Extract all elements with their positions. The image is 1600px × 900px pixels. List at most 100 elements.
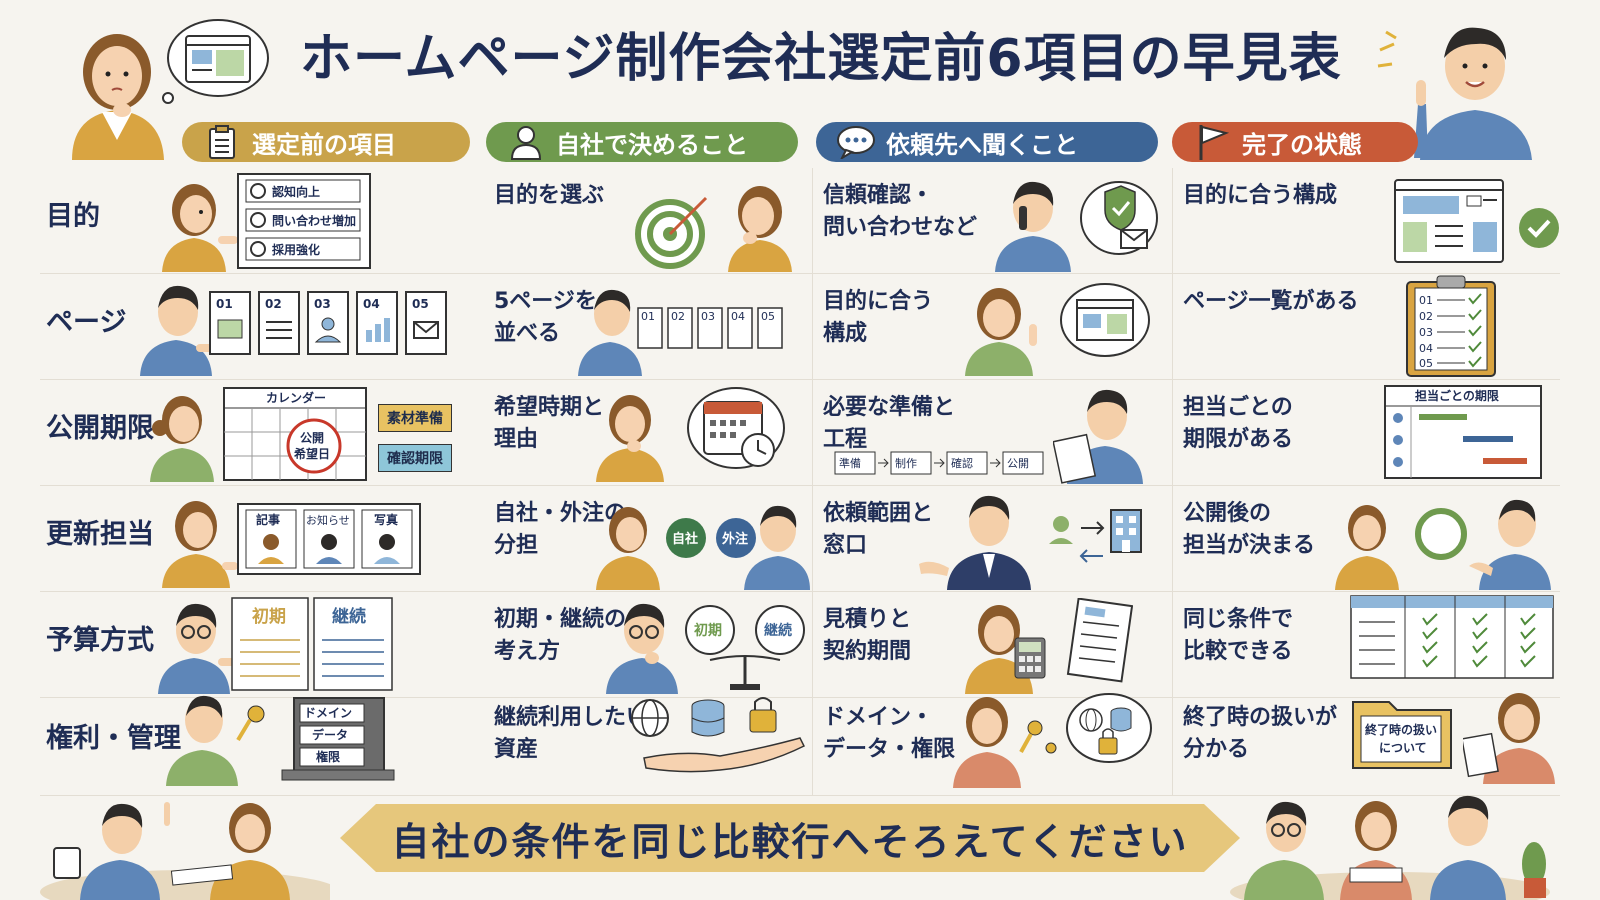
- gantt-title: 担当ごとの期限: [1415, 388, 1499, 403]
- ask-cell: 信頼確認・ 問い合わせなど: [812, 168, 1158, 274]
- decide-cell: 初期・継続の 考え方 初期 継続: [484, 592, 812, 698]
- page-number: 01: [216, 297, 233, 311]
- target-date-line1: 公開: [300, 431, 324, 445]
- svg-text:04: 04: [731, 310, 745, 323]
- done-cell: ページ一覧がある 01 02 03 04 05: [1172, 274, 1560, 380]
- decide-cell: 目的を選ぶ: [484, 168, 812, 274]
- decide-text: 自社・外注の 分担: [494, 501, 627, 558]
- svg-text:03: 03: [1419, 326, 1433, 339]
- woman-thinking-illustration: [596, 395, 664, 482]
- drawer-domain: ドメイン: [304, 706, 352, 720]
- option-awareness: 認知向上: [272, 184, 320, 199]
- item-cell: ページ 01 02 03: [40, 274, 456, 380]
- svg-text:02: 02: [1419, 310, 1433, 323]
- woman-with-paper-illustration: [1463, 693, 1555, 784]
- header-decide-internally: 自社で決めること: [486, 122, 798, 162]
- decide-cell: 5ページを 並べる 01 02 03 04 05: [484, 274, 812, 380]
- page-number: 05: [412, 297, 429, 311]
- woman-illustration: [1335, 505, 1399, 590]
- done-text: 終了時の扱いが 分かる: [1183, 705, 1338, 762]
- page-number: 02: [265, 297, 282, 311]
- meeting-right-illustration: [1230, 795, 1550, 900]
- drawer-permission: 権限: [316, 749, 340, 764]
- row-update-owner: 更新担当 記事 お知らせ 写真 自社・外注の 分担: [40, 486, 1560, 592]
- row-label: 目的: [46, 201, 100, 232]
- decide-text: 目的を選ぶ: [494, 183, 605, 208]
- row-purpose: 目的 認知向上 問い合わせ増加 採用強化 目的を選ぶ: [40, 168, 1560, 274]
- woman-thinking-layout-illustration: [965, 288, 1037, 376]
- header-label: 自社で決めること: [556, 130, 748, 159]
- man-gesturing-illustration: [1469, 499, 1551, 590]
- row-label: ページ: [46, 307, 127, 338]
- scale-ongoing: 継続: [764, 622, 792, 639]
- meeting-left-illustration: [40, 802, 330, 900]
- woman-with-key-illustration: [953, 697, 1057, 788]
- header-ask-vendor: 依頼先へ聞くこと: [816, 122, 1158, 162]
- card-label: 写真: [374, 512, 398, 527]
- tag-review-deadline: 確認期限: [378, 444, 452, 472]
- column-ongoing: 継続: [332, 606, 366, 627]
- item-cell: 予算方式 初期 継続: [40, 592, 456, 698]
- done-text: ページ一覧がある: [1183, 289, 1359, 314]
- item-cell: 更新担当 記事 お知らせ 写真: [40, 486, 456, 592]
- flag-icon: [1192, 122, 1232, 162]
- svg-text:03: 03: [701, 310, 715, 323]
- calendar-title: カレンダー: [266, 390, 326, 405]
- decide-text: 初期・継続の 考え方: [494, 607, 627, 664]
- thought-bubble-assets-icon: [1066, 693, 1152, 763]
- woman-pointing-illustration: [162, 184, 238, 272]
- header-label: 依頼先へ聞くこと: [886, 130, 1078, 159]
- row-launch-deadline: 公開期限 カレンダー 公開 希望日 素材準備 確認期限 希望時期と 理由: [40, 380, 1560, 486]
- page-number: 04: [363, 297, 380, 311]
- ask-text: 見積りと 契約期間: [823, 607, 912, 664]
- target-icon: [635, 196, 708, 269]
- row-label: 公開期限: [46, 413, 154, 444]
- row-budget-method: 予算方式 初期 継続 初期・継続の 考え方: [40, 592, 1560, 698]
- decide-cell: 希望時期と 理由: [484, 380, 812, 486]
- done-cell: 同じ条件で 比較できる: [1172, 592, 1560, 698]
- termination-folder-icon: 終了時の扱い について: [1352, 701, 1452, 769]
- footer-banner: 自社の条件を同じ比較行へそろえてください: [340, 804, 1240, 872]
- page-number: 03: [314, 297, 331, 311]
- flow-step: 準備: [839, 456, 861, 470]
- security-shield-mail-icon: [1080, 181, 1158, 255]
- check-circle-icon: [1519, 208, 1559, 248]
- ask-text: 必要な準備と 工程: [823, 395, 956, 452]
- folder-label-line2: について: [1379, 741, 1427, 755]
- row-pages: ページ 01 02 03: [40, 274, 1560, 380]
- businessman-gesturing-illustration: [919, 495, 1031, 590]
- column-initial: 初期: [252, 606, 286, 627]
- man-with-glasses-illustration: [158, 603, 236, 694]
- row-label: 予算方式: [46, 625, 154, 656]
- thinking-woman-small-illustration: [728, 186, 792, 272]
- gantt-chart-icon: 担当ごとの期限: [1384, 385, 1542, 479]
- complete-circle-icon: [1415, 508, 1467, 560]
- speech-bubble-icon: [836, 122, 876, 162]
- tag-material-prep: 素材準備: [378, 404, 452, 432]
- page-title: ホームページ制作会社選定前6項目の早見表: [300, 29, 1342, 89]
- comparison-table-icon: [1350, 595, 1554, 679]
- person-icon: [506, 122, 546, 162]
- scale-initial: 初期: [694, 622, 722, 639]
- done-cell: 公開後の 担当が決まる: [1172, 486, 1560, 592]
- target-date-line2: 希望日: [293, 446, 330, 461]
- svg-text:05: 05: [1419, 357, 1433, 370]
- purpose-options-board: 認知向上 問い合わせ増加 採用強化: [237, 173, 371, 269]
- drawer-data: データ: [312, 727, 348, 742]
- done-cell: 目的に合う構成: [1172, 168, 1560, 274]
- done-cell: 担当ごとの 期限がある 担当ごとの期限: [1172, 380, 1560, 486]
- filing-cabinet-icon: ドメイン データ 権限: [281, 697, 395, 781]
- svg-text:04: 04: [1419, 342, 1433, 355]
- done-text: 同じ条件で 比較できる: [1183, 607, 1294, 664]
- man-presenting-illustration: [140, 285, 218, 376]
- checklist-clipboard-icon: 01 02 03 04 05: [1406, 275, 1496, 377]
- decide-text: 継続利用したい 資産: [494, 705, 649, 762]
- done-cell: 終了時の扱いが 分かる 終了時の扱い について: [1172, 690, 1560, 796]
- balance-scale-icon: 初期 継続: [685, 605, 805, 690]
- site-layout-icon: [1394, 179, 1504, 263]
- svg-text:01: 01: [641, 310, 655, 323]
- item-cell: 権利・管理 ドメイン データ 権限: [40, 690, 456, 796]
- decide-text: 希望時期と 理由: [494, 395, 605, 452]
- ask-text: 依頼範囲と 窓口: [823, 501, 934, 558]
